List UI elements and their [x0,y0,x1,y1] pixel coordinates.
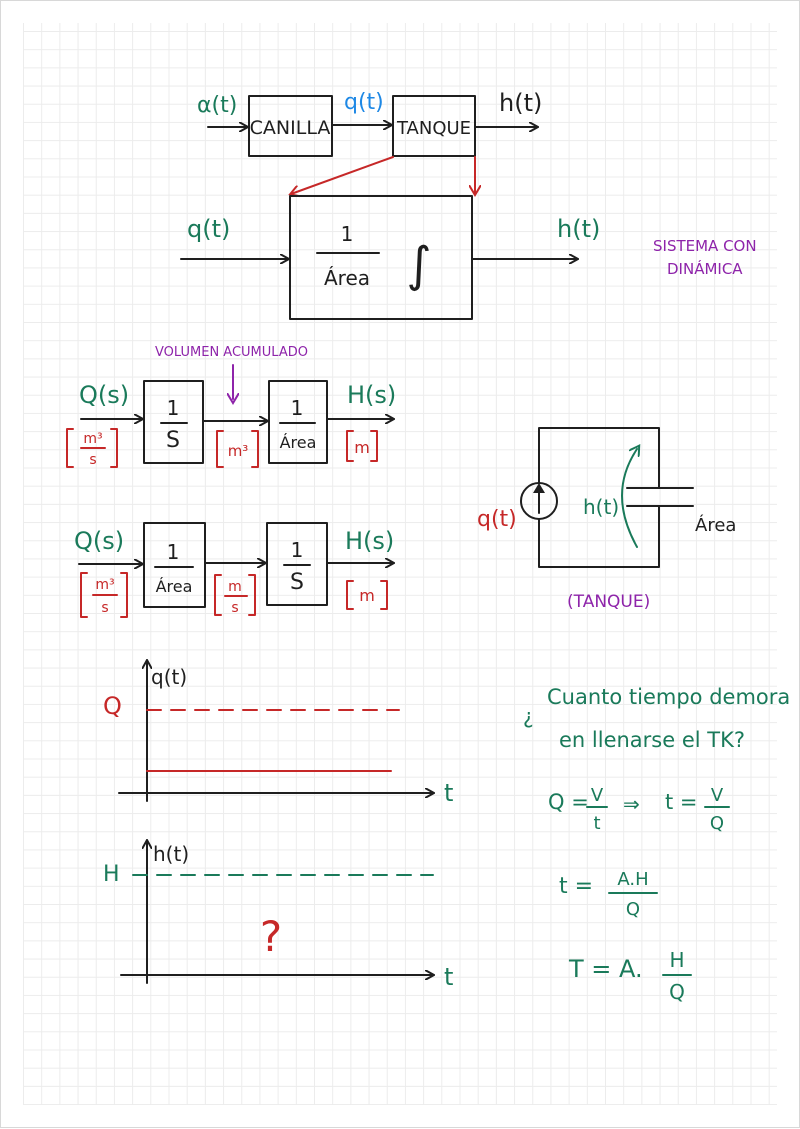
a-block2-num: 1 [291,396,304,420]
question-line2: en llenarse el TK? [559,728,745,752]
b-input-unit-num: m³ [95,577,114,593]
circuit-caption: (TANQUE) [567,592,650,612]
volume-annotation: VOLUMEN ACUMULADO [155,345,308,360]
expand-arrow-left [291,156,394,194]
eq2-num: A.H [617,869,648,890]
eq3-num: H [669,948,684,972]
b-input-unit-bracket-left [80,572,88,618]
a-mid-unit: m³ [228,442,249,460]
note-dynamic-line2: DINÁMICA [667,259,743,278]
eq2-lhs: t = [559,874,593,899]
b-output-unit: m [359,586,375,605]
transfer-diagram-a: VOLUMEN ACUMULADO Q(s) m³ s 1 S m³ 1 Áre… [66,345,396,468]
circuit-source-label: q(t) [477,507,517,532]
plot-h: h(t) H ? t [103,841,453,991]
a-mid-unit-bracket-right [251,430,259,468]
b-output-label: H(s) [345,527,394,555]
plot-h-unknown: ? [260,912,282,961]
b-mid-unit-bracket-left [214,574,222,616]
integrator-input-label: q(t) [187,215,230,243]
a-output-label: H(s) [347,381,396,409]
b-output-unit-bracket-left [346,580,354,610]
tank-circuit: q(t) h(t) Área (TANQUE) [477,427,736,612]
circuit-height-label: h(t) [583,495,619,519]
b-block1-den: Área [156,577,193,596]
circuit-wire-bottom [538,505,660,568]
a-block2-den: Área [280,433,317,452]
integrator-block [289,195,473,320]
eq3-den: Q [669,980,685,1004]
plot-h-ylabel: h(t) [153,842,189,866]
canilla-label: CANILLA [250,117,331,139]
h-output-label: h(t) [499,89,542,117]
plot-q-ylabel: q(t) [151,665,187,689]
integrator-output-label: h(t) [557,215,600,243]
plot-q: q(t) Q t [103,661,453,807]
a-input-unit-num: m³ [83,431,102,447]
alpha-input-label: α(t) [197,93,237,118]
eq1-arrow: ⇒ [623,792,640,816]
b-block1 [143,522,206,608]
b-block1-num: 1 [167,540,180,564]
a-output-unit: m [354,438,370,457]
b-block2-num: 1 [291,538,304,562]
question-block: ¿ Cuanto tiempo demora en llenarse el TK… [523,685,790,752]
eq3-lhs: T = A. [568,955,643,983]
plot-h-xlabel: t [444,963,453,991]
a-output-unit-bracket-left [346,430,354,462]
tanque-label: TANQUE [396,118,471,139]
eq1-den: t [593,813,600,834]
circuit-wire-top [538,427,660,489]
transfer-diagram-b: Q(s) m³ s 1 Área m s 1 S H(s) m [74,522,394,618]
a-input-unit-bracket-right [110,428,118,468]
a-block2 [268,380,328,464]
circuit-area-label: Área [695,514,736,536]
integral-symbol: ∫ [406,237,431,293]
eq1-num: V [591,785,604,806]
integrator-den: Área [324,266,370,290]
a-input-unit-bracket-left [66,428,74,468]
note-dynamic-line1: SISTEMA CON [653,237,757,255]
question-mark: ¿ [523,704,534,728]
eq2-den: Q [626,899,640,920]
equation-1: Q = V t ⇒ t = V Q [548,785,730,834]
b-mid-unit-den: s [231,600,238,616]
a-input-unit-den: s [89,452,96,468]
plot-q-xlabel: t [444,779,453,807]
b-mid-unit-num: m [228,579,242,595]
a-mid-unit-bracket-left [216,430,224,468]
integrator-num: 1 [341,222,354,246]
integrator-diagram: q(t) 1 Área ∫ h(t) [180,195,600,320]
a-input-label: Q(s) [79,381,129,409]
b-input-unit-den: s [101,600,108,616]
b-input-unit-bracket-right [120,572,128,618]
equation-2: t = A.H Q [559,869,658,920]
plot-h-level-label: H [103,862,120,887]
a-block1-den: S [166,428,180,453]
eq1-rhs-lhs: t = [665,790,698,814]
b-block2-den: S [290,570,304,595]
current-source-arrow-head [533,483,545,493]
eq1-rhs-den: Q [710,813,724,834]
b-mid-unit-bracket-right [248,574,256,616]
equation-3: T = A. H Q [568,948,692,1004]
a-block1-num: 1 [167,396,180,420]
question-line1: Cuanto tiempo demora [547,685,790,709]
a-output-unit-bracket-right [370,430,378,462]
eq1-rhs-num: V [711,785,724,806]
height-curved-arrow [621,449,637,548]
plot-q-level-label: Q [103,692,122,720]
top-block-diagram: α(t) CANILLA q(t) TANQUE h(t) [197,89,542,194]
q-signal-label: q(t) [344,90,384,115]
eq1-lhs: Q = [548,790,589,814]
b-input-label: Q(s) [74,527,124,555]
b-output-unit-bracket-right [380,580,388,610]
